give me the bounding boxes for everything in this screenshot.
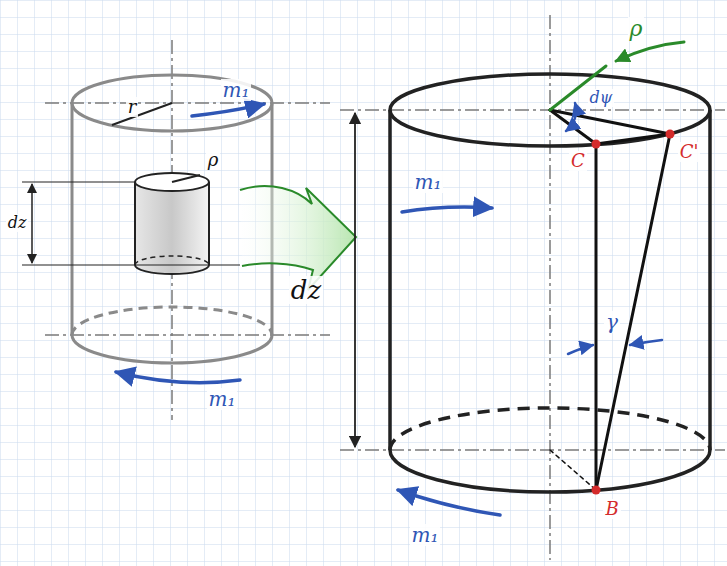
math-label: ρ	[206, 150, 221, 170]
inner-cylinder	[135, 173, 209, 274]
leader-arrow	[616, 42, 684, 61]
math-label: dψ	[588, 89, 615, 107]
math-label: B	[603, 499, 620, 519]
shear-lines	[550, 110, 670, 490]
math-label: γ	[604, 311, 620, 333]
left-dimensions	[22, 103, 240, 265]
torque-arrow	[116, 372, 240, 383]
math-label: m₁	[207, 388, 238, 410]
angle-arrow	[568, 345, 593, 354]
inner-side	[134, 182, 136, 265]
shaft-top	[72, 75, 272, 131]
angle-arrow	[630, 340, 662, 345]
torque-arrow	[402, 207, 492, 212]
math-label: dz	[6, 214, 29, 232]
axis-line	[340, 109, 725, 111]
inner-top	[135, 173, 209, 191]
element-cylinder	[390, 74, 710, 492]
element-bottom-front	[390, 450, 710, 492]
math-label: ρ	[628, 17, 645, 41]
radius-line	[112, 103, 172, 125]
generator-line	[595, 144, 598, 490]
inner-fill	[135, 265, 209, 274]
rho-leader	[550, 42, 684, 110]
torque-arrow	[192, 104, 264, 116]
torque-arrow	[398, 490, 500, 515]
dimension-line	[354, 113, 356, 447]
chord-line	[596, 134, 670, 144]
point-dot	[592, 486, 601, 495]
element-side	[388, 110, 392, 450]
dimension-line	[31, 184, 33, 263]
element-bottom-back	[390, 408, 710, 450]
extension-line	[22, 264, 240, 265]
math-label: dz	[289, 276, 323, 305]
axis-lines	[45, 15, 725, 560]
magnify-arrow	[240, 186, 356, 290]
point-dot	[666, 130, 675, 139]
extension-line	[22, 181, 135, 182]
radius-line	[550, 450, 596, 490]
math-label: C'	[678, 142, 701, 162]
axis-line	[45, 334, 330, 336]
math-label: r	[126, 97, 139, 117]
inner-bottom-front	[135, 265, 209, 274]
axis-line	[45, 102, 330, 104]
element-side	[708, 110, 712, 450]
angle-marks	[398, 103, 662, 515]
point-dot	[592, 140, 601, 149]
math-label: C	[569, 151, 587, 171]
shaft-bottom-front	[72, 335, 272, 363]
inner-side	[208, 182, 210, 265]
points	[592, 130, 675, 495]
inner-bottom-back	[135, 256, 209, 265]
sheared-line	[596, 134, 670, 490]
angle-arc	[566, 103, 576, 131]
axis-line	[549, 15, 551, 560]
radius-line	[172, 175, 200, 182]
math-label: m₁	[413, 171, 444, 193]
math-label: m₁	[410, 524, 441, 546]
math-label: m₁	[221, 79, 252, 101]
shaft-side	[71, 103, 74, 335]
inner-fill	[135, 182, 209, 265]
axis-line	[340, 449, 725, 451]
shaft-bottom-back	[72, 307, 272, 335]
